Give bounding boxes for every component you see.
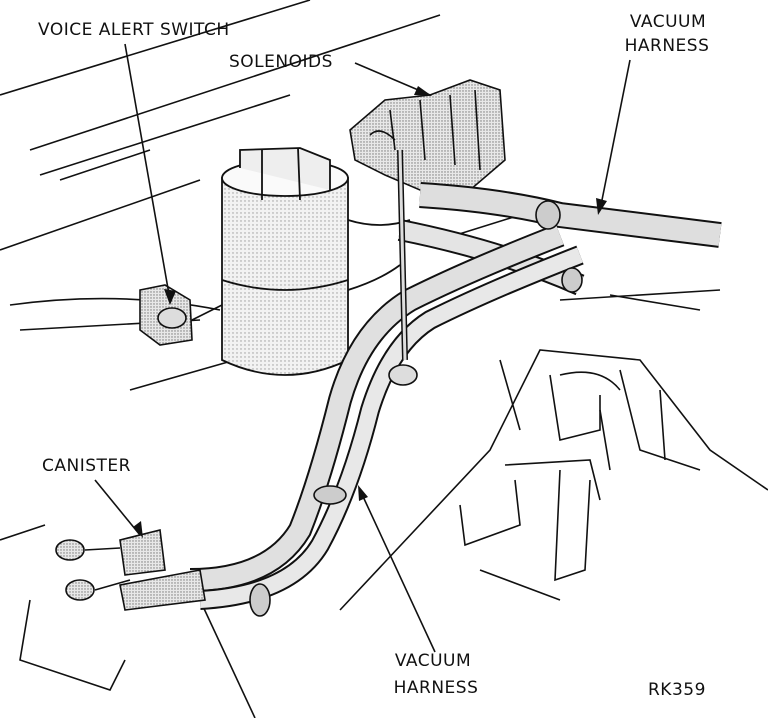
canister-body	[221, 147, 411, 376]
leader-lines	[94, 43, 631, 653]
label-vacuum-harness-bottom-line2: HARNESS	[393, 678, 479, 698]
lower-canister-fittings	[55, 529, 206, 611]
label-vacuum-harness-bottom-line1: VACUUM	[394, 651, 472, 671]
inner-fender-structure	[339, 349, 768, 611]
label-vacuum-harness-top-line2: HARNESS	[624, 36, 710, 56]
label-solenoids: SOLENOIDS	[229, 52, 333, 72]
arrowheads	[133, 86, 607, 538]
label-voice-alert-switch: VOICE ALERT SWITCH	[38, 20, 230, 40]
voice-alert-switch-part	[139, 284, 223, 346]
solenoid-cluster	[349, 79, 506, 191]
vacuum-harness-tubes	[189, 149, 722, 617]
figure-code: RK359	[648, 680, 706, 700]
label-canister: CANISTER	[42, 456, 131, 476]
label-vacuum-harness-top-line1: VACUUM	[629, 12, 707, 32]
